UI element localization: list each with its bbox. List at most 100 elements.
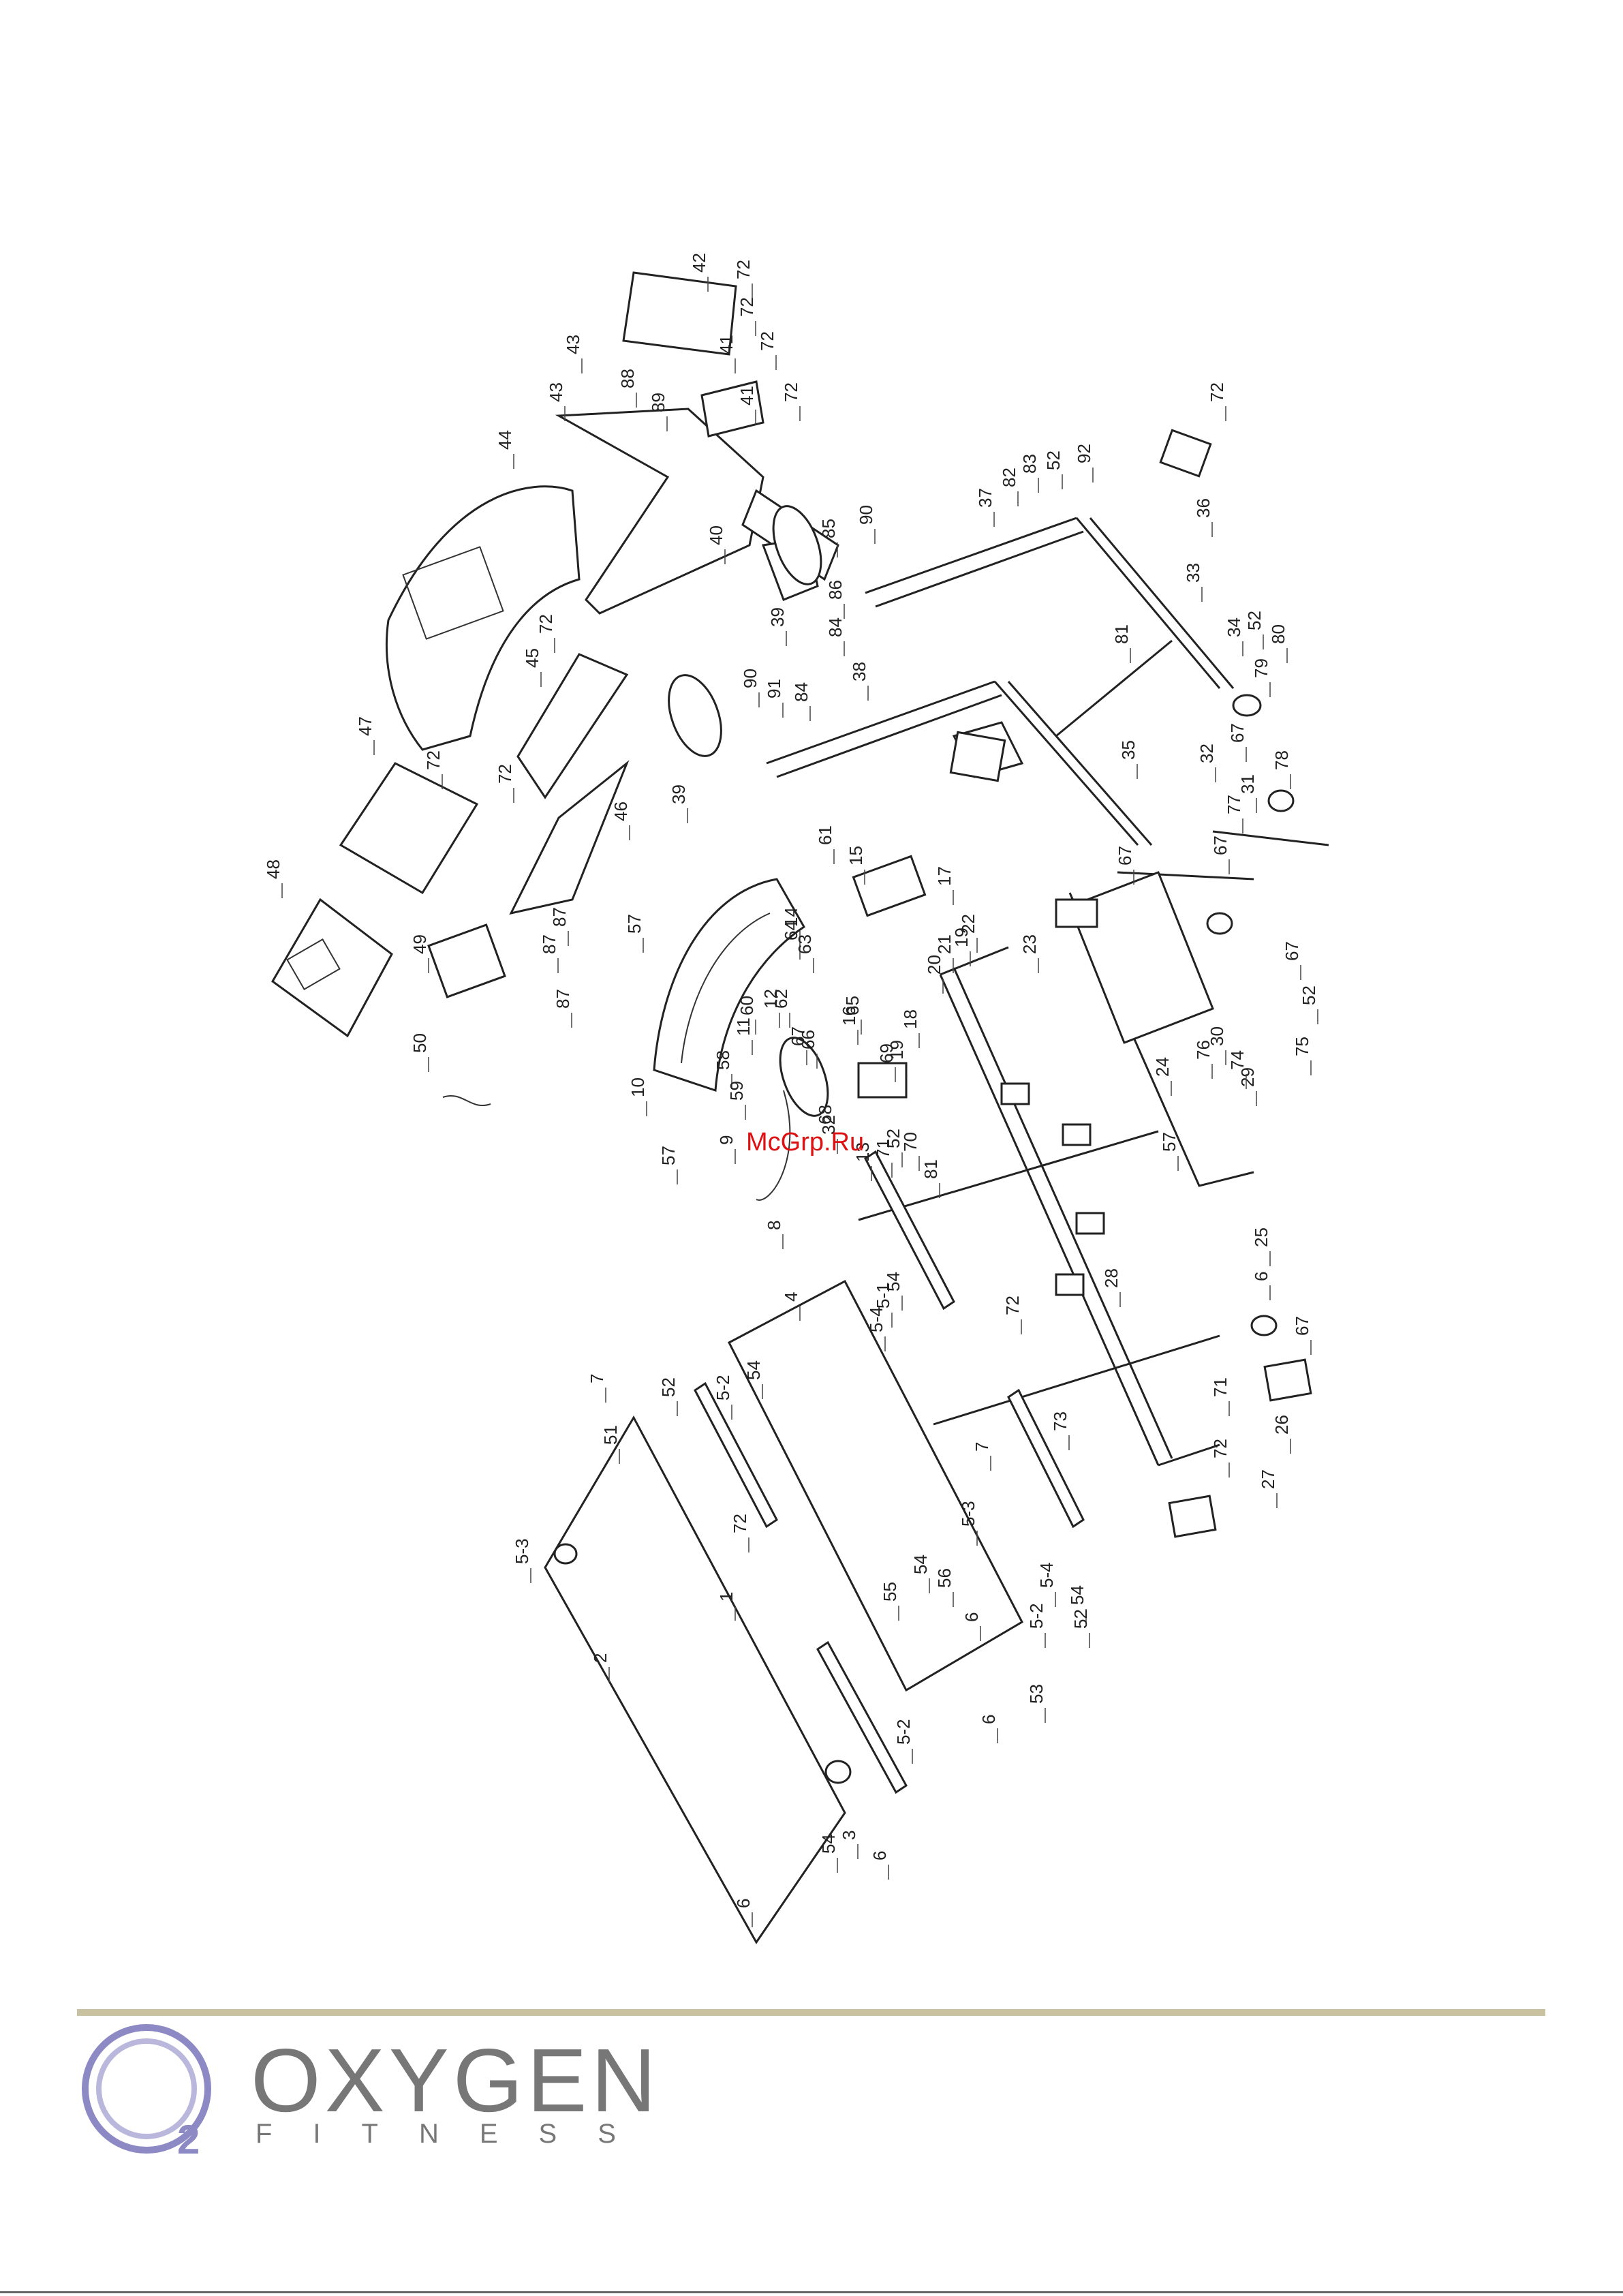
part-number-label: 91 bbox=[764, 679, 784, 699]
walking-belt bbox=[544, 1415, 852, 1944]
watermark-text: McGrp.Ru bbox=[746, 1128, 865, 1157]
rear-base-frame bbox=[858, 830, 1329, 1467]
part-number-label: 52 bbox=[1043, 450, 1064, 470]
part-number-label: 34 bbox=[1224, 617, 1244, 637]
part-number-label: 87 bbox=[549, 907, 570, 927]
part-number-label: 31 bbox=[1237, 774, 1258, 794]
part-number-label: 55 bbox=[880, 1582, 900, 1602]
part-number-label: 54 bbox=[818, 1834, 839, 1854]
console-boards bbox=[271, 762, 506, 1106]
part-number-label: 63 bbox=[794, 934, 815, 954]
part-number-label: 19 bbox=[951, 928, 972, 947]
part-number-label: 87 bbox=[553, 989, 573, 1009]
part-number-label: 64 bbox=[781, 921, 801, 940]
part-number-label: 16 bbox=[839, 1006, 859, 1026]
part-number-label: 72 bbox=[757, 331, 777, 351]
bottom-divider bbox=[0, 2291, 1623, 2293]
part-number-label: 51 bbox=[600, 1425, 621, 1445]
part-number-label: 1 bbox=[716, 1592, 737, 1602]
part-number-label: 90 bbox=[856, 505, 876, 525]
part-number-label: 72 bbox=[1207, 382, 1227, 402]
part-number-label: 72 bbox=[423, 750, 444, 770]
part-number-label: 27 bbox=[1258, 1469, 1278, 1489]
part-number-label: 72 bbox=[730, 1514, 750, 1533]
part-number-label: 8 bbox=[764, 1221, 784, 1230]
part-number-label: 52 bbox=[1070, 1609, 1091, 1629]
part-number-label: 67 bbox=[1292, 1316, 1312, 1336]
part-number-label: 68 bbox=[815, 1105, 835, 1124]
part-number-label: 15 bbox=[846, 846, 866, 866]
upright-frame bbox=[766, 517, 1235, 846]
part-number-label: 5-2 bbox=[713, 1375, 733, 1400]
part-number-label: 52 bbox=[883, 1129, 903, 1148]
part-number-label: 26 bbox=[1271, 1415, 1292, 1435]
part-number-label: 88 bbox=[617, 369, 638, 388]
part-number-label: 33 bbox=[1183, 563, 1203, 583]
part-number-label: 17 bbox=[934, 866, 955, 886]
part-number-label: 83 bbox=[1019, 454, 1040, 474]
part-number-label: 72 bbox=[536, 614, 556, 634]
console-mast-assembly bbox=[555, 271, 839, 757]
part-number-label: 60 bbox=[737, 996, 757, 1015]
part-number-label: 77 bbox=[1224, 795, 1244, 814]
part-number-label: 81 bbox=[1111, 624, 1132, 644]
part-number-label: 21 bbox=[934, 934, 955, 954]
part-number-label: 3 bbox=[839, 1831, 859, 1840]
part-number-label: 72 bbox=[1210, 1439, 1231, 1458]
part-number-label: 24 bbox=[1152, 1057, 1173, 1077]
part-number-label: 28 bbox=[1101, 1268, 1122, 1288]
part-number-label: 44 bbox=[495, 430, 515, 450]
part-number-label: 73 bbox=[1050, 1411, 1070, 1431]
motor-cover bbox=[653, 878, 805, 1092]
part-number-label: 37 bbox=[975, 488, 995, 508]
part-number-label: 5-4 bbox=[1036, 1562, 1057, 1588]
footer-divider bbox=[77, 2009, 1545, 2016]
part-number-label: 53 bbox=[1026, 1684, 1047, 1704]
part-number-label: 38 bbox=[849, 662, 869, 682]
part-number-label: 72 bbox=[1002, 1296, 1023, 1315]
part-number-label: 89 bbox=[648, 393, 668, 412]
part-number-label: 6 bbox=[869, 1851, 890, 1861]
part-number-label: 39 bbox=[767, 607, 788, 627]
running-deck bbox=[727, 1279, 1023, 1692]
part-number-label: 92 bbox=[1074, 444, 1094, 463]
part-number-label: 9 bbox=[716, 1135, 737, 1145]
part-number-label: 86 bbox=[825, 580, 846, 600]
part-number-label: 29 bbox=[1237, 1067, 1258, 1087]
part-number-label: 72 bbox=[781, 382, 801, 402]
part-number-label: 5-4 bbox=[866, 1306, 886, 1332]
part-number-label: 43 bbox=[563, 335, 583, 354]
part-number-label: 11 bbox=[733, 1017, 754, 1036]
part-number-label: 39 bbox=[668, 784, 689, 804]
part-number-label: 58 bbox=[713, 1050, 733, 1070]
brand-logo: 2 OXYGEN FITNESS bbox=[75, 2021, 722, 2164]
part-number-label: 79 bbox=[1251, 658, 1271, 678]
part-number-label: 67 bbox=[1282, 941, 1302, 961]
part-number-label: 5-1 bbox=[873, 1283, 893, 1308]
part-number-label: 67 bbox=[1210, 836, 1231, 855]
part-number-label: 36 bbox=[1193, 498, 1214, 518]
console-hood bbox=[386, 485, 581, 751]
part-number-label: 57 bbox=[658, 1146, 679, 1165]
part-number-label: 54 bbox=[743, 1360, 764, 1380]
o2-logo-icon: 2 bbox=[82, 2024, 211, 2162]
part-number-label: 5-3 bbox=[958, 1501, 978, 1527]
part-number-label: 45 bbox=[522, 648, 542, 668]
part-number-label: 32 bbox=[818, 1115, 839, 1135]
part-number-label: 84 bbox=[791, 682, 812, 702]
part-number-label: 41 bbox=[737, 386, 757, 405]
part-number-label: 75 bbox=[1292, 1037, 1312, 1056]
part-number-label: 80 bbox=[1268, 624, 1288, 644]
part-number-label: 84 bbox=[825, 617, 846, 637]
part-number-label: 90 bbox=[740, 669, 760, 688]
part-number-label: 52 bbox=[658, 1377, 679, 1397]
part-number-label: 32 bbox=[1196, 744, 1217, 763]
part-number-label: 72 bbox=[737, 297, 757, 317]
part-number-label: 59 bbox=[726, 1081, 747, 1101]
motor-assembly bbox=[756, 855, 927, 1201]
part-number-label: 6 bbox=[733, 1899, 754, 1908]
part-number-label: 54 bbox=[1067, 1585, 1087, 1605]
part-number-label: 7 bbox=[587, 1374, 607, 1383]
